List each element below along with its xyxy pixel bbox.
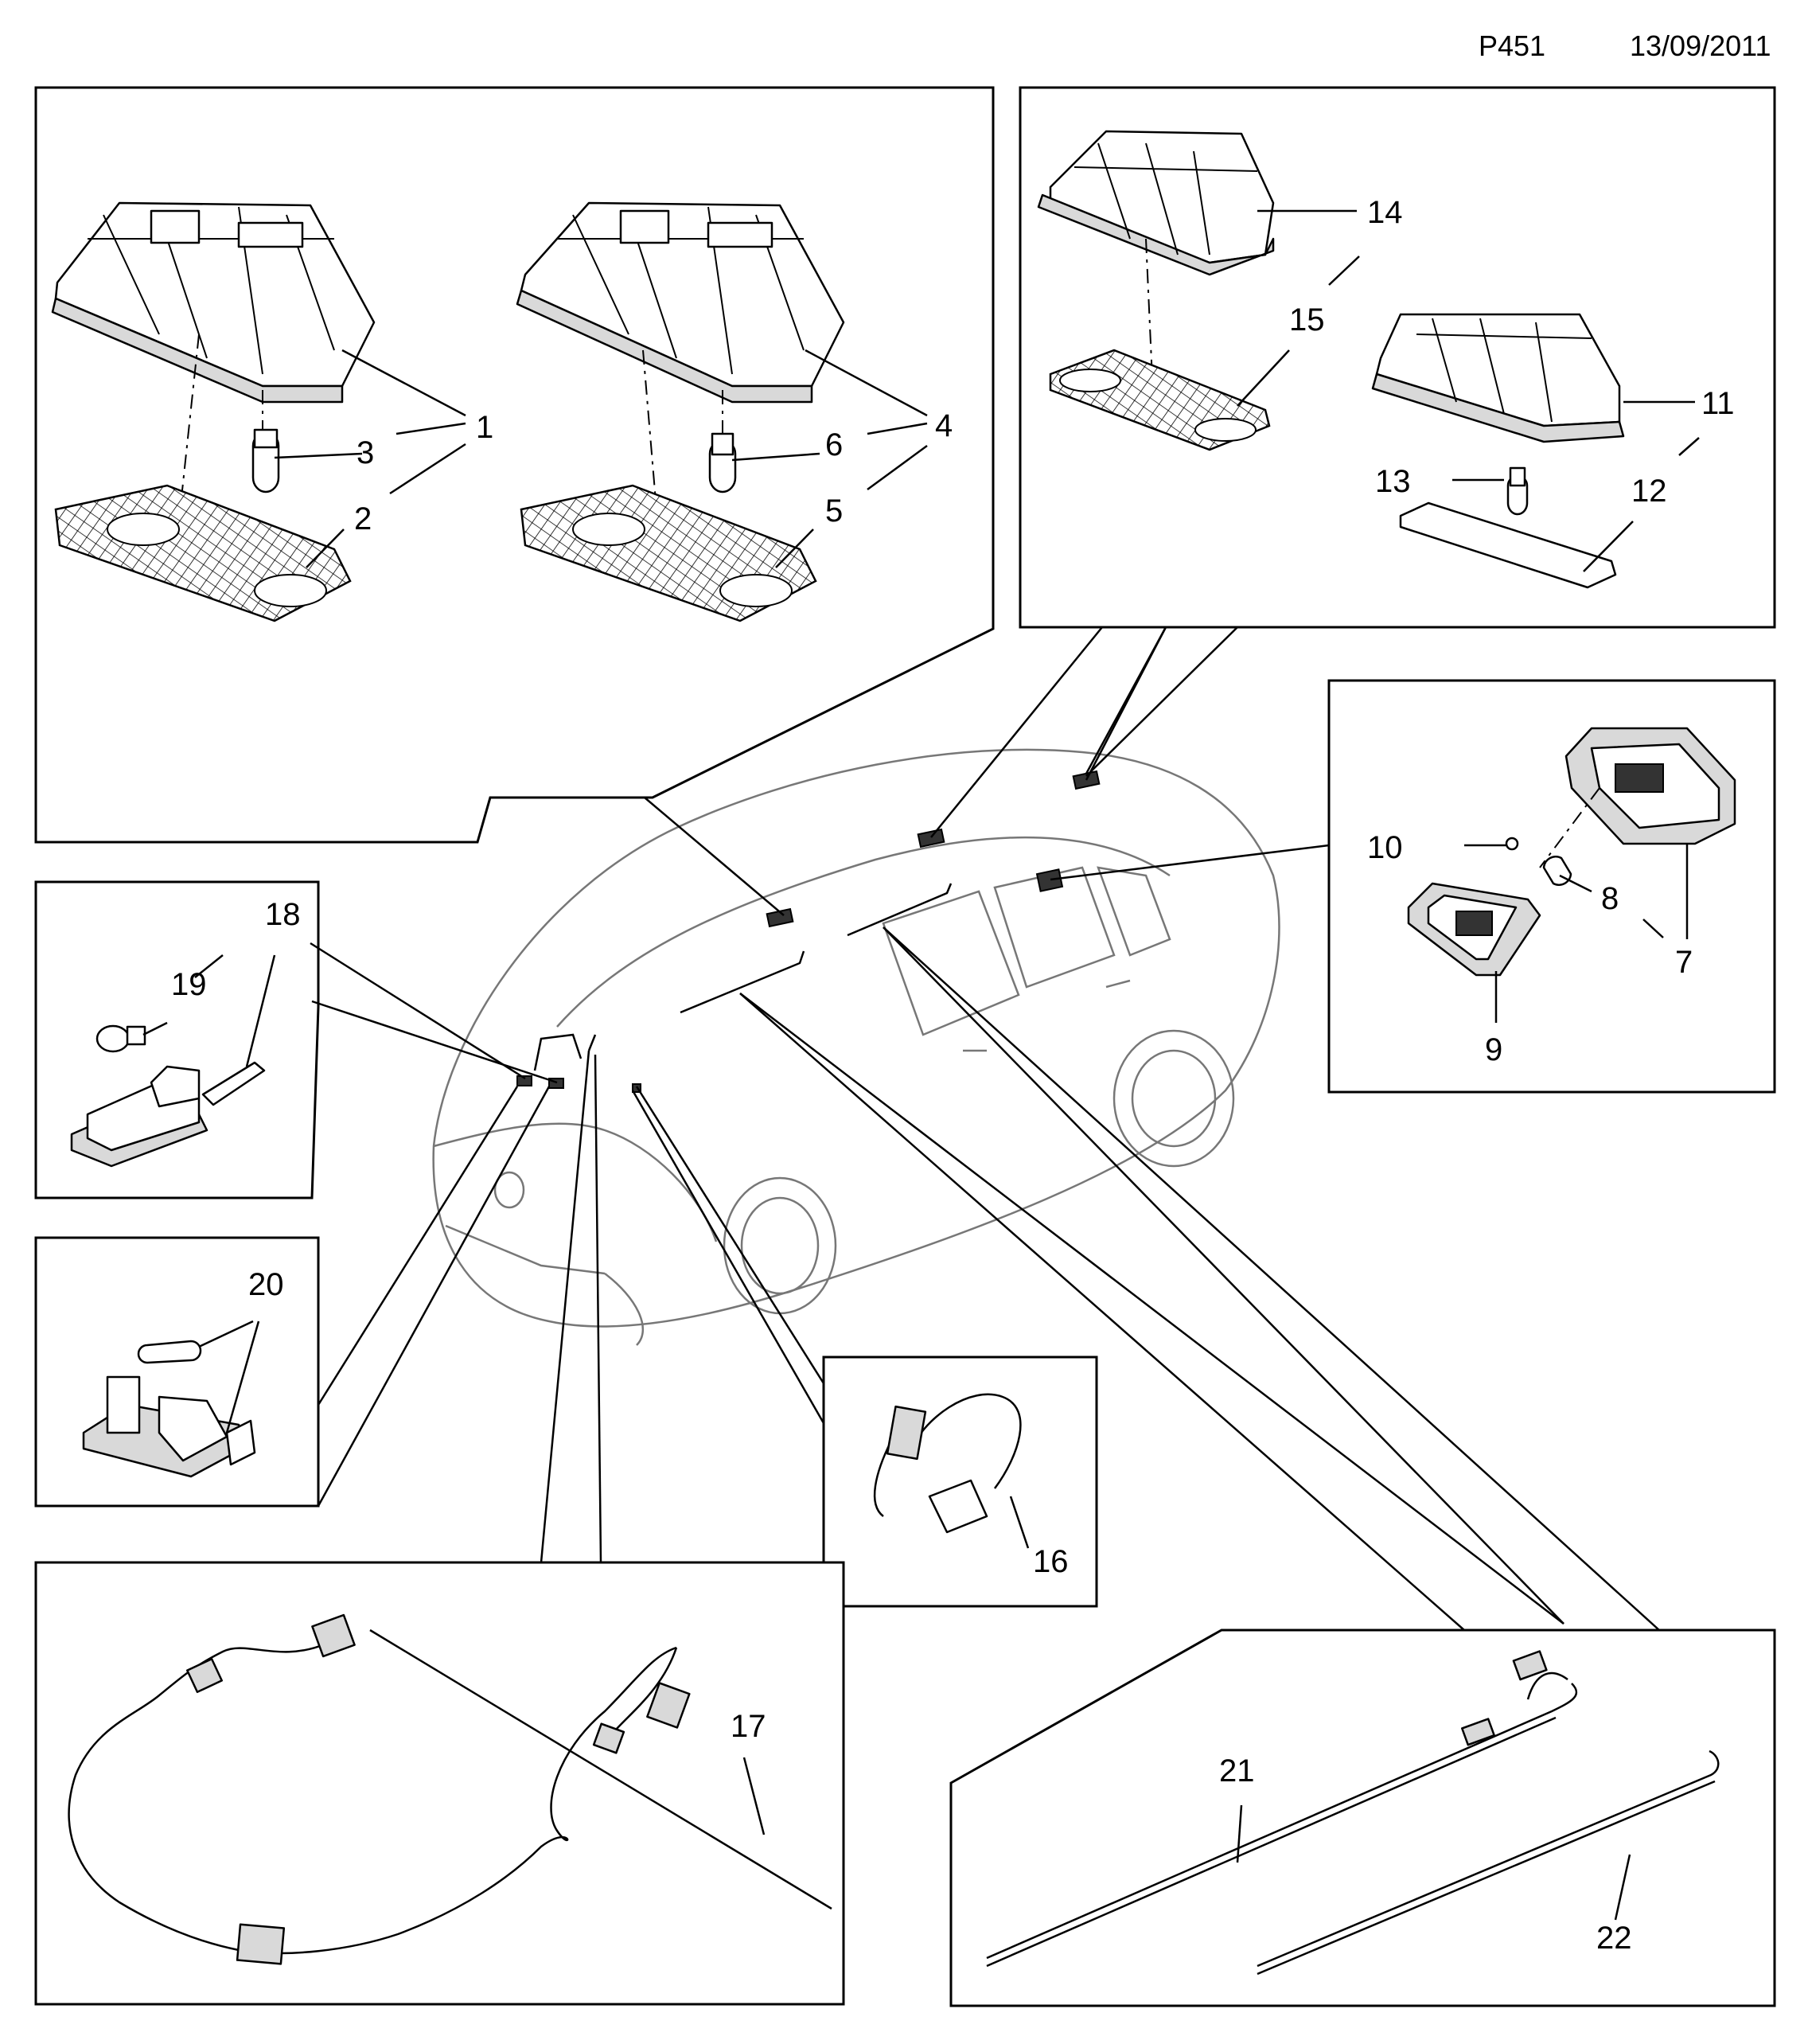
lens-icon <box>54 484 352 622</box>
panel-connector-harness: 16 <box>822 1356 1098 1608</box>
panel-reading-lamp: 10 8 7 9 <box>1327 679 1776 1094</box>
callout-11: 11 <box>1701 386 1735 421</box>
lens-icon <box>1407 882 1541 977</box>
callout-20: 20 <box>248 1267 284 1302</box>
panel-glovebox-lamp: 18 19 <box>34 880 320 1199</box>
panel-front-dome-lamps: 1 3 2 4 6 5 <box>34 86 995 844</box>
callout-4: 4 <box>935 408 953 443</box>
callout-1: 1 <box>476 410 493 445</box>
callout-15: 15 <box>1289 302 1325 337</box>
bulb-icon <box>1506 466 1529 516</box>
panel-light-strips: 21 22 <box>949 1629 1776 2007</box>
dome-lamp-icon <box>516 201 845 404</box>
callout-9: 9 <box>1485 1032 1502 1067</box>
wiring-harness-icon <box>68 1613 832 1965</box>
dome-lamp-icon <box>1371 313 1625 443</box>
vehicle-outline-icon <box>432 748 1280 1346</box>
callout-7: 7 <box>1675 945 1693 980</box>
bulb-icon <box>708 432 737 493</box>
callout-13: 13 <box>1375 464 1411 499</box>
callout-3: 3 <box>357 435 374 470</box>
panel-roof-harness: 17 <box>34 1561 845 2006</box>
page-code: P451 <box>1479 29 1545 62</box>
callout-6: 6 <box>825 427 843 462</box>
lens-icon <box>1049 349 1271 451</box>
callout-17: 17 <box>731 1709 766 1744</box>
callout-14: 14 <box>1367 195 1403 230</box>
dome-lamp-icon <box>82 1375 256 1478</box>
dome-lamp-icon <box>70 1061 266 1168</box>
wiring-harness-icon <box>986 1650 1720 1976</box>
bulb-icon <box>95 1024 146 1053</box>
callout-19: 19 <box>171 967 207 1002</box>
bulb-icon <box>137 1340 202 1364</box>
leader-lines <box>310 626 1660 1631</box>
callout-8: 8 <box>1601 881 1619 916</box>
callout-18: 18 <box>265 897 301 932</box>
callout-2: 2 <box>354 501 372 536</box>
callout-16: 16 <box>1033 1544 1069 1579</box>
lens-icon <box>1399 501 1617 589</box>
callout-21: 21 <box>1219 1753 1255 1788</box>
panel-rear-dome-lamps: 14 15 11 13 12 <box>1019 86 1776 629</box>
dome-lamp-icon <box>1564 727 1736 845</box>
dome-lamp-icon <box>51 201 376 404</box>
callout-10: 10 <box>1367 830 1403 865</box>
panel-luggage-lamp: 20 <box>34 1236 320 1508</box>
lens-icon <box>520 484 817 622</box>
page-date: 13/09/2011 <box>1630 29 1771 62</box>
callout-22: 22 <box>1596 1921 1632 1956</box>
wiring-harness-icon <box>873 1393 1022 1534</box>
bulb-icon <box>251 428 280 493</box>
callout-5: 5 <box>825 493 843 529</box>
callout-12: 12 <box>1631 474 1667 509</box>
dome-lamp-icon <box>1037 130 1275 276</box>
